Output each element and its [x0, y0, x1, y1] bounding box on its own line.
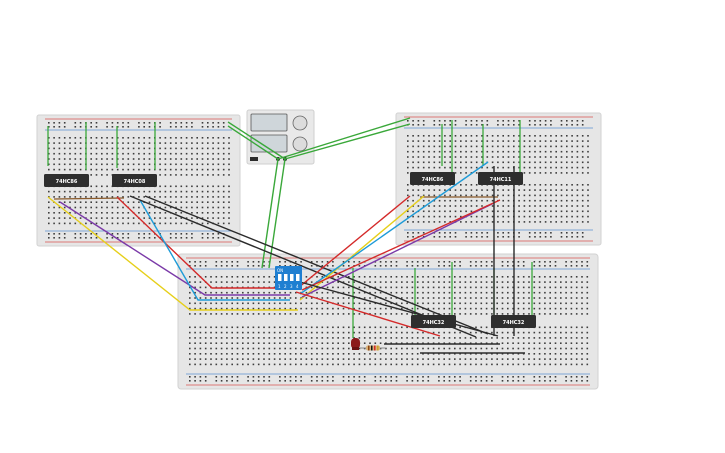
- chip-label: 74HC11: [490, 177, 512, 183]
- chip-74hc08: 74HC08: [112, 174, 157, 187]
- wire-green: [268, 158, 286, 269]
- wire-yellow: [299, 195, 425, 301]
- dip-pos-2: 2: [284, 284, 287, 289]
- chip-74hc32-right: 74HC32: [491, 315, 536, 328]
- dip-switch[interactable]: ON 1 2 3 4: [275, 266, 302, 290]
- chip-74hc86-left: 74HC86: [44, 174, 89, 187]
- chip-74hc32-left: 74HC32: [411, 315, 456, 328]
- chip-74hc11: 74HC11: [478, 172, 523, 185]
- chip-label: 74HC86: [56, 179, 78, 185]
- chip-74hc86-right: 74HC86: [410, 172, 455, 185]
- dip-pos-3: 3: [290, 284, 293, 289]
- wire-green: [261, 158, 279, 269]
- wire-black: [299, 281, 499, 337]
- wire-green: [284, 123, 411, 160]
- chip-label: 74HC32: [503, 320, 525, 326]
- wire-blue: [139, 199, 290, 301]
- chip-label: 74HC32: [423, 320, 445, 326]
- wire-green: [227, 125, 279, 160]
- wire-black: [129, 195, 477, 338]
- wire-red: [297, 195, 411, 289]
- wire-blue: [299, 161, 489, 295]
- wire-green: [277, 117, 411, 160]
- resistor-icon: [360, 345, 386, 351]
- wires: [47, 117, 533, 354]
- wire-purple: [59, 201, 290, 296]
- chip-label: 74HC08: [124, 179, 146, 185]
- chip-label: 74HC86: [422, 177, 444, 183]
- dip-pos-1: 1: [278, 284, 281, 289]
- led-icon: [351, 338, 360, 350]
- wire-red: [295, 291, 441, 337]
- wire-yellow: [47, 196, 298, 311]
- wire-red: [116, 196, 290, 289]
- wire-green: [227, 121, 286, 160]
- wire-purple: [301, 202, 495, 298]
- wire-red: [301, 199, 501, 291]
- dip-pos-4: 4: [296, 284, 299, 289]
- dip-switch-on-label: ON: [277, 268, 283, 273]
- wire-black: [144, 195, 489, 335]
- power-supply-icon: [246, 109, 315, 165]
